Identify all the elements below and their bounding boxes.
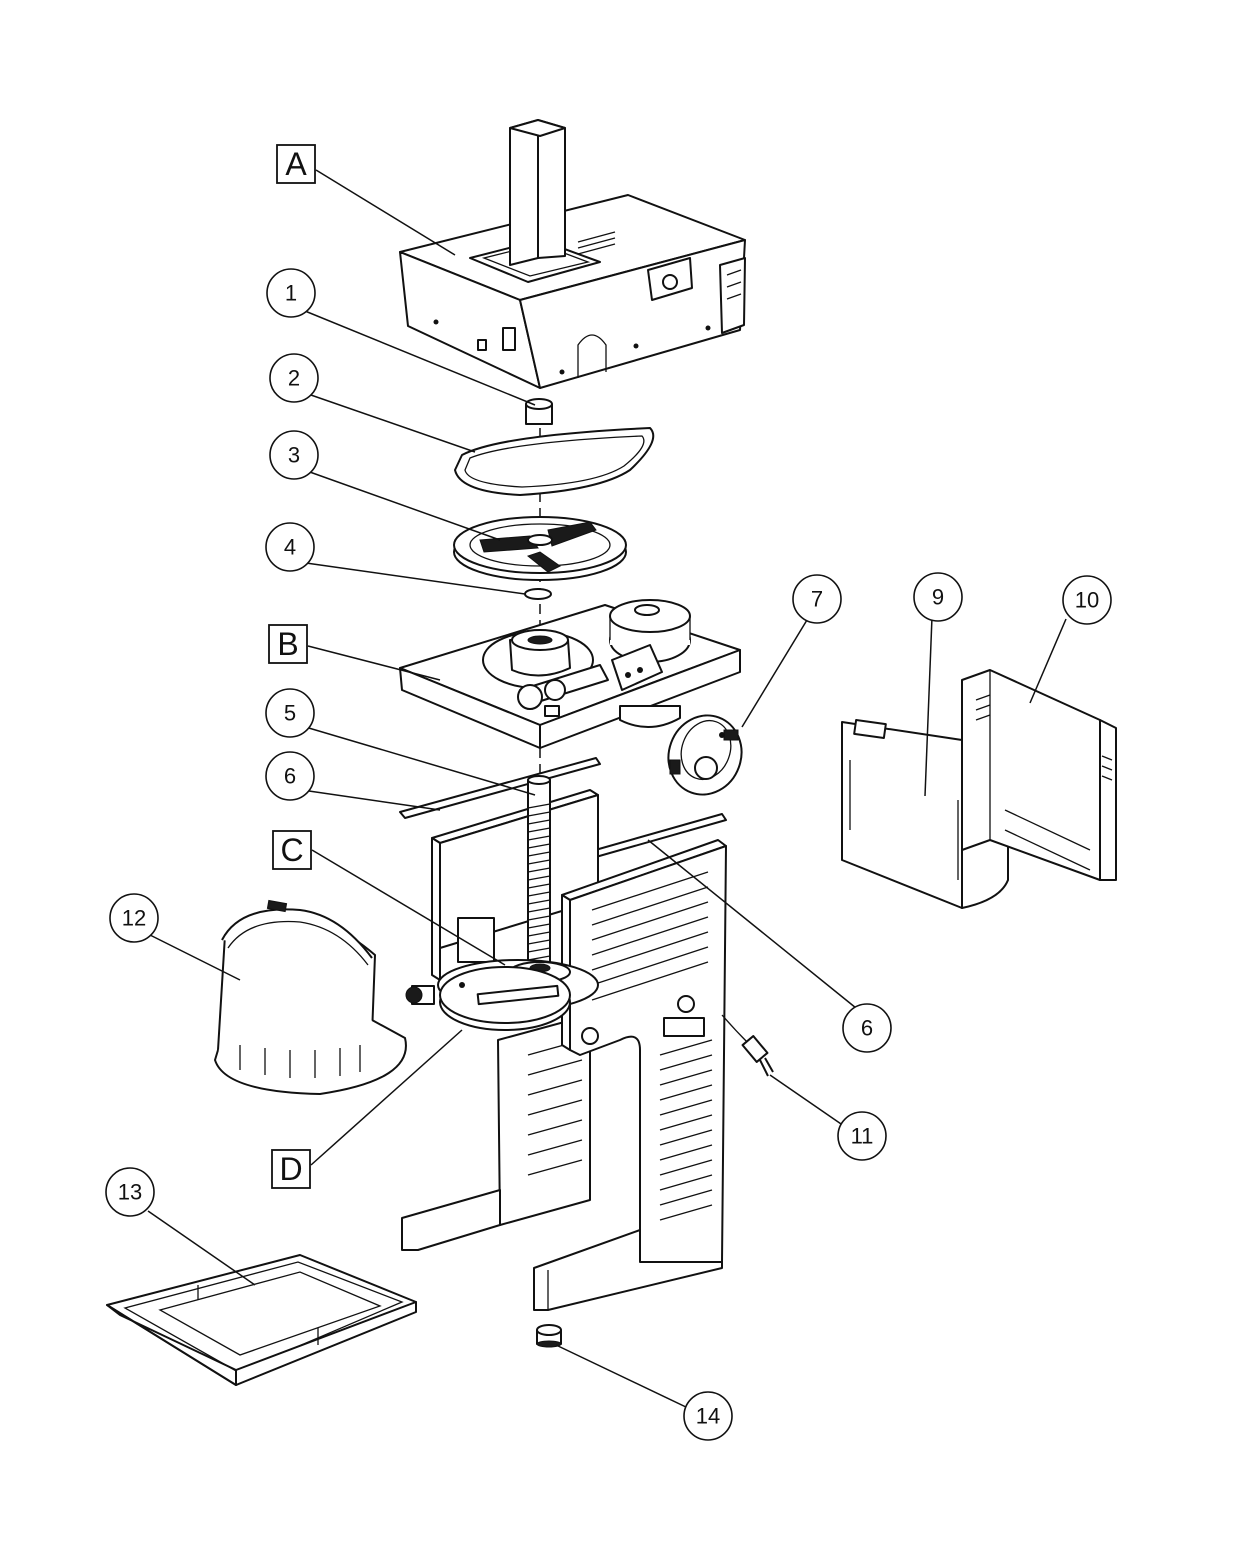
blade-disc [405, 966, 571, 1031]
bracket-left [399, 757, 601, 819]
svg-text:9: 9 [932, 585, 944, 610]
callout-2: 2 [269, 353, 319, 403]
callout-1: 1 [266, 268, 316, 318]
callout-11: 11 [837, 1111, 887, 1161]
svg-text:11: 11 [851, 1124, 874, 1149]
callout-9: 9 [913, 572, 963, 622]
main-frame [401, 789, 727, 1311]
svg-text:14: 14 [696, 1404, 720, 1429]
washer [524, 588, 552, 600]
leader-lines [147, 169, 1067, 1409]
svg-text:3: 3 [288, 443, 300, 468]
svg-text:A: A [285, 146, 307, 182]
callout-6-right: 6 [842, 1003, 892, 1053]
drip-tray [106, 1254, 417, 1386]
top-cover-assembly [399, 119, 746, 389]
svg-text:7: 7 [811, 587, 823, 612]
power-cord [721, 1014, 774, 1077]
callout-4: 4 [265, 522, 315, 572]
assembly-label-a: A [276, 144, 316, 184]
callout-6-left: 6 [265, 751, 315, 801]
svg-text:B: B [277, 626, 298, 662]
motor-end-cap [667, 714, 743, 796]
svg-text:13: 13 [118, 1180, 142, 1205]
assembly-label-d: D [271, 1149, 311, 1189]
callout-13: 13 [105, 1167, 155, 1217]
gearbox-plate-assembly [399, 599, 741, 749]
svg-text:5: 5 [284, 701, 296, 726]
bushing [525, 398, 553, 425]
callout-10: 10 [1062, 575, 1112, 625]
side-panel-10 [961, 669, 1117, 881]
svg-text:C: C [280, 832, 303, 868]
callout-12: 12 [109, 893, 159, 943]
svg-text:4: 4 [284, 535, 296, 560]
pulley [453, 516, 627, 581]
assembly-label-c: C [272, 830, 312, 870]
svg-text:2: 2 [288, 366, 300, 391]
callout-14: 14 [683, 1391, 733, 1441]
rubber-foot [536, 1324, 562, 1348]
callout-3: 3 [269, 430, 319, 480]
svg-text:12: 12 [122, 906, 146, 931]
threaded-shaft [527, 775, 551, 971]
callout-7: 7 [792, 574, 842, 624]
svg-text:6: 6 [284, 764, 296, 789]
ice-hopper [214, 899, 407, 1095]
svg-text:D: D [279, 1151, 302, 1187]
svg-text:6: 6 [861, 1016, 873, 1041]
callout-5: 5 [265, 688, 315, 738]
svg-text:1: 1 [285, 281, 297, 306]
belt [454, 427, 655, 496]
svg-text:10: 10 [1075, 588, 1099, 613]
assembly-label-b: B [268, 624, 308, 664]
